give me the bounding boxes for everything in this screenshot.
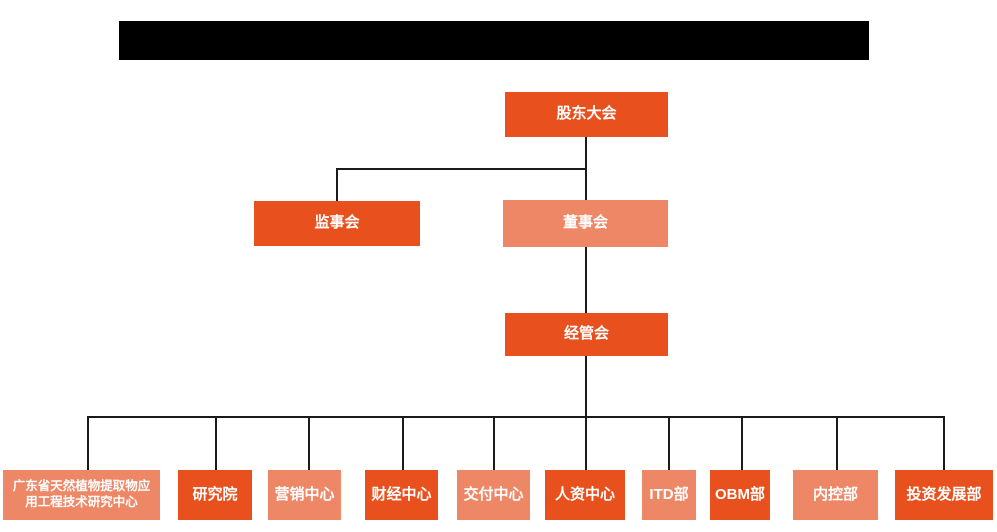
node-label: 监事会	[314, 214, 360, 232]
connector-drop-investment	[943, 416, 945, 470]
connector-drop-finance	[402, 416, 404, 470]
node-label: 人资中心	[554, 485, 615, 503]
node-label: 董事会	[562, 214, 608, 232]
node-supervisory-board: 监事会	[254, 201, 420, 246]
node-marketing-center: 营销中心	[268, 470, 341, 520]
node-label: 财经中心	[371, 485, 432, 503]
node-label: 广东省天然植物提取物应用工程技术研究中心	[12, 479, 151, 509]
node-label: 交付中心	[463, 485, 524, 503]
node-board-of-directors: 董事会	[503, 200, 668, 247]
node-investment-development-department: 投资发展部	[895, 470, 993, 520]
node-delivery-center: 交付中心	[457, 470, 530, 520]
node-management-committee: 经管会	[505, 313, 668, 356]
node-obm-department: OBM部	[710, 470, 770, 520]
node-label: 营销中心	[274, 485, 335, 503]
node-itd-department: ITD部	[642, 470, 696, 520]
node-internal-control-department: 内控部	[793, 470, 878, 520]
node-finance-center: 财经中心	[365, 470, 438, 520]
connector-drop-research-institute	[215, 416, 217, 470]
connector-drop-delivery	[493, 416, 495, 470]
connector-drop-internal-control	[836, 416, 838, 470]
node-label: 股东大会	[556, 105, 617, 123]
connector-line-level2-horizontal	[336, 168, 587, 170]
connector-line-board-to-management	[585, 247, 587, 313]
node-label: 内控部	[812, 485, 858, 503]
node-label: ITD部	[649, 485, 689, 503]
node-shareholders-meeting: 股东大会	[505, 92, 668, 137]
node-label: 投资发展部	[906, 485, 982, 503]
connector-drop-obm	[741, 416, 743, 470]
connector-drop-marketing	[308, 416, 310, 470]
connector-drop-gd-center	[87, 416, 89, 470]
connector-line-management-to-row	[585, 356, 587, 470]
node-hr-center: 人资中心	[545, 470, 625, 520]
node-label: 经管会	[563, 325, 609, 343]
node-label: OBM部	[715, 485, 765, 503]
redacted-title-bar	[119, 21, 869, 60]
connector-line-level4-horizontal	[87, 416, 945, 418]
node-label: 研究院	[192, 485, 238, 503]
connector-line-to-supervisory	[336, 168, 338, 201]
node-gd-natural-plant-extract-research-center: 广东省天然植物提取物应用工程技术研究中心	[3, 470, 160, 520]
connector-drop-itd	[668, 416, 670, 470]
node-research-institute: 研究院	[178, 470, 252, 520]
